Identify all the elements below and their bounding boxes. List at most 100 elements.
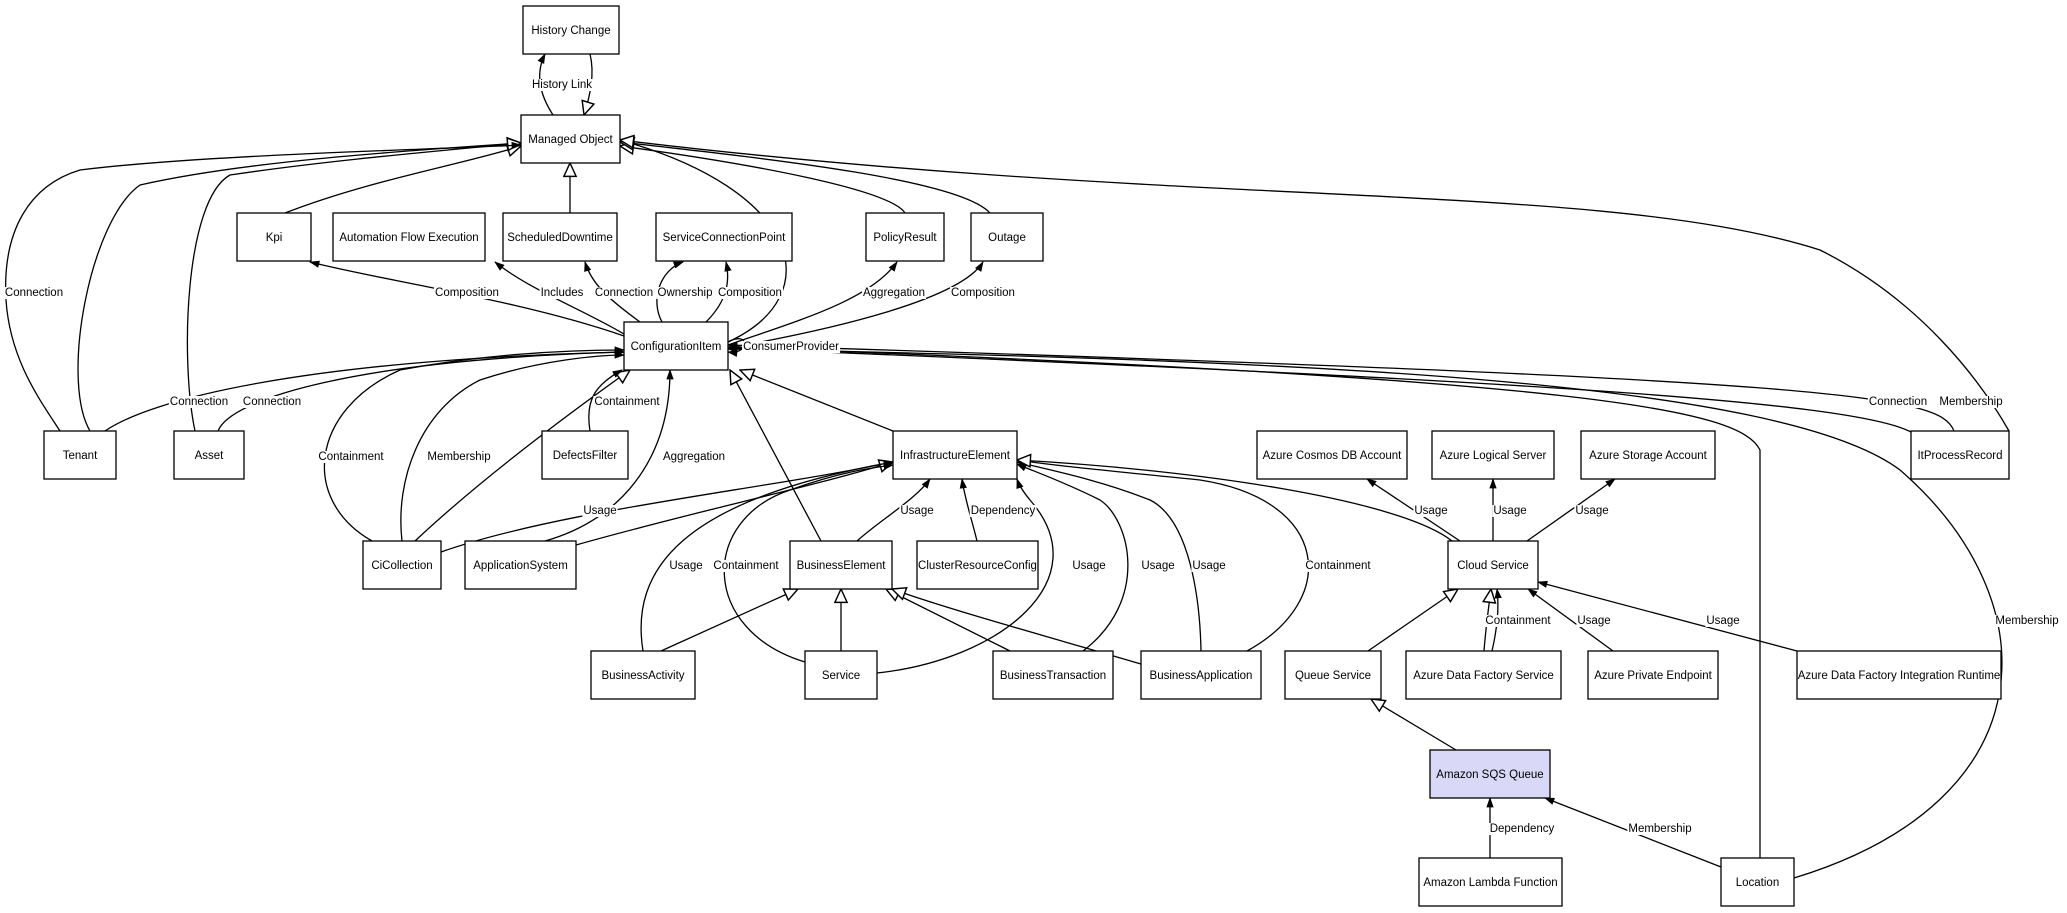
node-box[interactable]	[623, 321, 729, 371]
node-box[interactable]	[892, 430, 1018, 480]
node-label: History Change	[531, 25, 610, 37]
node-box[interactable]	[1587, 650, 1719, 700]
node-box[interactable]	[1418, 857, 1563, 907]
edge-label: Connection	[1869, 396, 1927, 408]
node-defects-filter[interactable]: DefectsFilter	[541, 430, 629, 480]
node-managed-object[interactable]: Managed Object	[520, 114, 621, 164]
node-cloud-service[interactable]: Cloud Service	[1447, 540, 1539, 590]
node-business-application[interactable]: BusinessApplication	[1140, 650, 1262, 700]
node-box[interactable]	[655, 212, 793, 262]
node-box[interactable]	[1431, 430, 1555, 480]
node-asset[interactable]: Asset	[173, 430, 245, 480]
node-label: ServiceConnectionPoint	[663, 232, 787, 244]
edge-label-background	[1492, 505, 1528, 517]
edge-label-background	[1071, 560, 1107, 572]
edge-label-background	[317, 451, 386, 463]
edge-label-background	[582, 505, 618, 517]
node-queue-service[interactable]: Queue Service	[1284, 650, 1382, 700]
node-azure-cosmos-db-account[interactable]: Azure Cosmos DB Account	[1256, 430, 1408, 480]
node-box[interactable]	[1720, 857, 1795, 907]
node-azure-data-factory-integration-runtime[interactable]: Azure Data Factory Integration Runtime	[1796, 650, 2002, 700]
node-it-process-record[interactable]: ItProcessRecord	[1910, 430, 2010, 480]
node-box[interactable]	[1910, 430, 2010, 480]
node-location[interactable]: Location	[1720, 857, 1795, 907]
node-configuration-item[interactable]: ConfigurationItem	[623, 321, 729, 371]
edge-inheritance-cloud-service-to-infrastructure-element	[1017, 460, 1453, 542]
edge-association-service-to-infrastructure-element	[723, 462, 895, 663]
edge-association-business-element-to-infrastructure-element	[856, 478, 931, 542]
edge-label-background	[1140, 560, 1176, 572]
node-business-transaction[interactable]: BusinessTransaction	[992, 650, 1114, 700]
node-tenant[interactable]: Tenant	[43, 430, 117, 480]
node-box[interactable]	[1580, 430, 1716, 480]
node-box[interactable]	[43, 430, 117, 480]
edge-label-background	[712, 560, 781, 572]
node-box[interactable]	[520, 114, 621, 164]
edge-association-cluster-resource-config-to-infrastructure-element	[959, 477, 978, 542]
node-box[interactable]	[865, 212, 945, 262]
node-box[interactable]	[1796, 650, 2002, 700]
edge-association-application-system-to-configuration-item	[544, 368, 674, 542]
node-kpi[interactable]: Kpi	[236, 212, 312, 262]
node-box[interactable]	[362, 540, 442, 590]
edge-label-background	[1484, 615, 1553, 627]
node-cluster-resource-config[interactable]: ClusterResourceConfig	[916, 540, 1039, 590]
node-amazon-lambda-function[interactable]: Amazon Lambda Function	[1418, 857, 1563, 907]
edge-label: Aggregation	[663, 451, 725, 463]
edge-label-background	[950, 287, 1016, 299]
node-scheduled-downtime[interactable]: ScheduledDowntime	[502, 212, 618, 262]
node-box[interactable]	[1256, 430, 1408, 480]
edge-label-background	[1304, 560, 1373, 572]
node-infrastructure-element[interactable]: InfrastructureElement	[892, 430, 1018, 480]
node-box[interactable]	[173, 430, 245, 480]
node-application-system[interactable]: ApplicationSystem	[464, 540, 577, 590]
edge-association-business-application-to-infrastructure-element	[1015, 457, 1310, 652]
node-business-activity[interactable]: BusinessActivity	[590, 650, 696, 700]
edge-association-location-to-configuration-item	[726, 343, 1761, 858]
node-business-element[interactable]: BusinessElement	[789, 540, 893, 590]
edge-label-background	[969, 505, 1037, 517]
node-box[interactable]	[522, 5, 620, 55]
edge-label-background	[1576, 615, 1612, 627]
node-box[interactable]	[1140, 650, 1262, 700]
node-label: BusinessActivity	[601, 670, 684, 682]
edge-label: Containment	[1305, 560, 1371, 572]
node-service-connection-point[interactable]: ServiceConnectionPoint	[655, 212, 793, 262]
node-box[interactable]	[464, 540, 577, 590]
node-box[interactable]	[804, 650, 878, 700]
node-service[interactable]: Service	[804, 650, 878, 700]
node-amazon-sqs-queue[interactable]: Amazon SQS Queue	[1429, 749, 1551, 799]
node-box[interactable]	[970, 212, 1044, 262]
node-automation-flow-execution[interactable]: Automation Flow Execution	[332, 212, 486, 262]
node-box[interactable]	[1405, 650, 1562, 700]
node-azure-private-endpoint[interactable]: Azure Private Endpoint	[1587, 650, 1719, 700]
node-history-change[interactable]: History Change	[522, 5, 620, 55]
node-box[interactable]	[916, 540, 1039, 590]
node-azure-logical-server[interactable]: Azure Logical Server	[1431, 430, 1555, 480]
node-box[interactable]	[541, 430, 629, 480]
edge-inheritance-asset-to-managed-object	[186, 143, 521, 432]
node-box[interactable]	[236, 212, 312, 262]
edge-association-azure-data-factory-integration-runtime-to-cloud-service	[1536, 580, 1798, 652]
node-outage[interactable]: Outage	[970, 212, 1044, 262]
node-azure-data-factory-service[interactable]: Azure Data Factory Service	[1405, 650, 1562, 700]
node-label: Azure Storage Account	[1589, 450, 1707, 462]
node-box[interactable]	[1284, 650, 1382, 700]
node-policy-result[interactable]: PolicyResult	[865, 212, 945, 262]
node-label: Azure Data Factory Service	[1413, 670, 1554, 682]
node-box[interactable]	[789, 540, 893, 590]
node-box[interactable]	[590, 650, 696, 700]
node-ci-collection[interactable]: CiCollection	[362, 540, 442, 590]
node-azure-storage-account[interactable]: Azure Storage Account	[1580, 430, 1716, 480]
node-box[interactable]	[1429, 749, 1551, 799]
node-box[interactable]	[992, 650, 1114, 700]
node-box[interactable]	[502, 212, 618, 262]
node-box[interactable]	[1447, 540, 1539, 590]
node-label: ScheduledDowntime	[507, 232, 612, 244]
edge-label-background	[593, 287, 655, 299]
node-box[interactable]	[332, 212, 486, 262]
edge-association-cloud-service-to-azure-storage-account	[1526, 478, 1616, 542]
node-label: Queue Service	[1295, 670, 1371, 682]
